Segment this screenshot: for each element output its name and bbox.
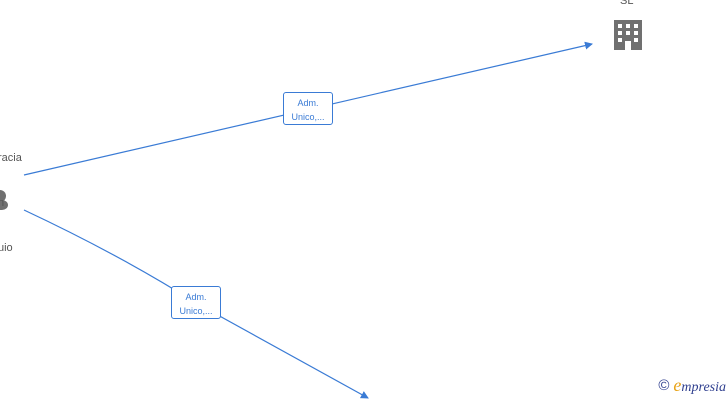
copyright-icon: ©: [658, 377, 670, 394]
edge-role-line: Unico,...: [291, 112, 325, 122]
person-icon[interactable]: [0, 190, 8, 210]
person-label-line: n: [0, 197, 5, 209]
person-label-line: racia: [0, 152, 22, 164]
company-label: SL: [620, 0, 634, 7]
edge-role-line: Unico,...: [179, 306, 213, 316]
edge-role-label[interactable]: Adm. Unico,...: [171, 286, 221, 319]
edge-role-label[interactable]: Adm. Unico,...: [283, 92, 333, 125]
person-label: racia n uio: [0, 121, 22, 271]
brand-logo[interactable]: empresia: [673, 375, 726, 395]
building-icon[interactable]: [614, 20, 642, 50]
edge-role-line: Adm.: [297, 98, 319, 108]
brand-footer: © empresia: [658, 375, 726, 396]
edge-role-line: Adm.: [185, 292, 207, 302]
person-label-line: uio: [0, 242, 13, 254]
